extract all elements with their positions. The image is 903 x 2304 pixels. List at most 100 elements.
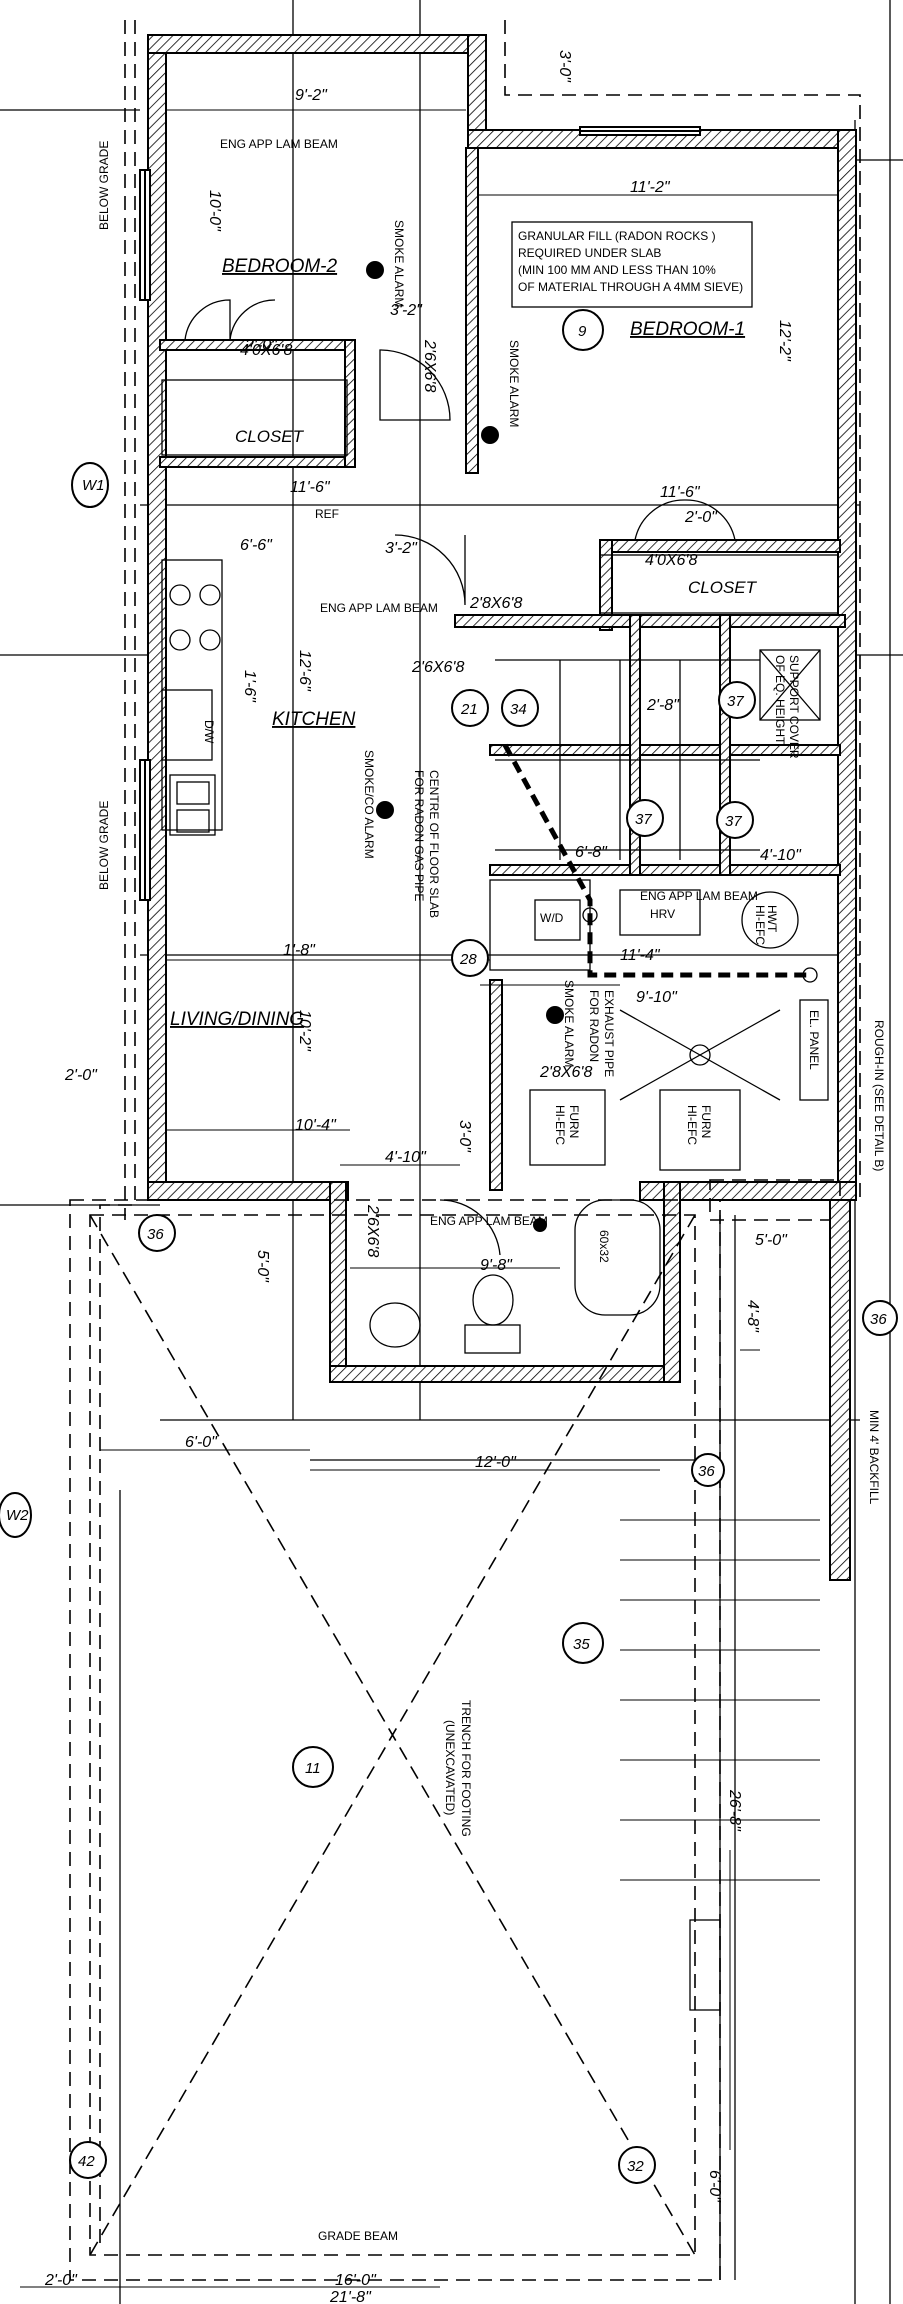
furn2-label-2: HI-EFC bbox=[685, 1105, 699, 1145]
beam-label-4: ENG APP LAM BEAM bbox=[430, 1214, 548, 1228]
beam-label-2: ENG APP LAM BEAM bbox=[320, 601, 438, 615]
tag-36a: 36 bbox=[147, 1226, 164, 1243]
dimension-lines bbox=[20, 109, 838, 2288]
svg-text:12'-0": 12'-0" bbox=[475, 1454, 517, 1471]
svg-text:11'-4": 11'-4" bbox=[620, 947, 661, 964]
svg-text:5'-0": 5'-0" bbox=[254, 1250, 271, 1283]
support-cover-label-2: OF EQ. HEIGHT bbox=[773, 655, 787, 745]
svg-text:6'-0": 6'-0" bbox=[185, 1434, 218, 1451]
svg-text:1'-6": 1'-6" bbox=[241, 670, 258, 703]
svg-text:5'-0": 5'-0" bbox=[755, 1232, 788, 1249]
svg-text:11'-6": 11'-6" bbox=[660, 484, 701, 501]
radon-centre-label-2: FOR RADON GAS PIPE bbox=[412, 770, 426, 901]
svg-text:11'-2": 11'-2" bbox=[630, 179, 671, 196]
svg-text:REQUIRED UNDER SLAB: REQUIRED UNDER SLAB bbox=[518, 246, 661, 260]
tag-36b: 36 bbox=[870, 1311, 887, 1328]
svg-text:4'-10": 4'-10" bbox=[760, 847, 802, 864]
svg-text:2'6X6'8: 2'6X6'8 bbox=[411, 659, 464, 676]
below-grade-outline bbox=[99, 20, 136, 2250]
doors bbox=[184, 299, 736, 1256]
svg-text:6'-6": 6'-6" bbox=[240, 537, 273, 554]
wd-label: W/D bbox=[540, 911, 564, 925]
svg-text:9'-8": 9'-8" bbox=[480, 1257, 513, 1274]
hwt-label-2: HI-EFC bbox=[753, 905, 767, 945]
svg-text:(MIN 100 MM AND LESS THAN 10%: (MIN 100 MM AND LESS THAN 10% bbox=[518, 263, 716, 277]
svg-text:GRANULAR FILL (RADON ROCKS ): GRANULAR FILL (RADON ROCKS ) bbox=[518, 229, 716, 243]
svg-text:OF MATERIAL THROUGH A 4MM SIEV: OF MATERIAL THROUGH A 4MM SIEVE) bbox=[518, 280, 743, 294]
svg-text:4'-8": 4'-8" bbox=[744, 1300, 761, 1333]
tub-label: 60x32 bbox=[597, 1230, 611, 1263]
svg-text:21'-8": 21'-8" bbox=[329, 2289, 372, 2304]
svg-text:2'8X6'8: 2'8X6'8 bbox=[469, 595, 522, 612]
trench-label-1: TRENCH FOR FOOTING bbox=[459, 1700, 473, 1837]
below-grade-label-2: BELOW GRADE bbox=[97, 801, 111, 890]
svg-text:12'-2": 12'-2" bbox=[776, 320, 793, 362]
svg-text:2'-0": 2'-0" bbox=[684, 509, 718, 526]
smoke-co-alarm-label: SMOKE/CO ALARM bbox=[362, 750, 376, 859]
furn1-label-2: HI-EFC bbox=[553, 1105, 567, 1145]
granular-fill-box bbox=[511, 221, 753, 308]
svg-text:2'6X6'8: 2'6X6'8 bbox=[364, 1204, 381, 1257]
svg-text:11'-6": 11'-6" bbox=[290, 479, 331, 496]
svg-text:4'-10": 4'-10" bbox=[385, 1149, 427, 1166]
furn2-label-1: FURN bbox=[699, 1105, 713, 1138]
svg-text:9'-10": 9'-10" bbox=[636, 989, 678, 1006]
dimension-labels: 3'-0" 9'-2" 11'-2" 10'-0" 12'-2" 3'-2" 3… bbox=[44, 50, 802, 2304]
svg-text:2'-0": 2'-0" bbox=[244, 337, 278, 354]
exhaust-pipe-label-1: EXHAUST PIPE bbox=[602, 990, 616, 1077]
svg-text:12'-6": 12'-6" bbox=[296, 650, 313, 692]
hwt-label-1: HWT bbox=[765, 905, 779, 933]
closet-right-label: CLOSET bbox=[688, 578, 758, 597]
svg-text:10'-2": 10'-2" bbox=[296, 1010, 313, 1052]
svg-text:9'-2": 9'-2" bbox=[295, 87, 328, 104]
rough-in-label: ROUGH-IN (SEE DETAIL B) bbox=[872, 1020, 886, 1171]
svg-text:3'-0": 3'-0" bbox=[456, 1120, 473, 1153]
svg-text:16'-0": 16'-0" bbox=[335, 2272, 377, 2289]
smoke-alarm-label-1: SMOKE ALARM bbox=[392, 220, 406, 307]
radon-pipe bbox=[502, 743, 810, 978]
radon-centre-label-1: CENTRE OF FLOOR SLAB bbox=[427, 770, 441, 918]
svg-text:4'0X6'8: 4'0X6'8 bbox=[240, 342, 292, 359]
tag-28: 28 bbox=[459, 951, 477, 968]
panel-label: EL. PANEL bbox=[807, 1010, 821, 1070]
svg-text:26'-8": 26'-8" bbox=[726, 1789, 743, 1832]
svg-text:6'-0": 6'-0" bbox=[706, 2170, 723, 2203]
svg-text:2'6X6'8: 2'6X6'8 bbox=[421, 339, 438, 392]
tag-11: 11 bbox=[305, 1760, 321, 1777]
tag-21: 21 bbox=[460, 701, 478, 718]
svg-text:2'8X6'8: 2'8X6'8 bbox=[539, 1064, 592, 1081]
fixtures bbox=[161, 379, 839, 1354]
trench-label-2: (UNEXCAVATED) bbox=[443, 1720, 457, 1815]
smoke-alarm-icons bbox=[366, 261, 564, 1232]
tag-37c: 37 bbox=[725, 813, 742, 830]
garage-footing bbox=[69, 1179, 851, 2281]
svg-text:4'0X6'8: 4'0X6'8 bbox=[645, 552, 697, 569]
tag-37a: 37 bbox=[727, 693, 744, 710]
granular-fill-note: GRANULAR FILL (RADON ROCKS ) REQUIRED UN… bbox=[518, 229, 743, 294]
svg-text:2'-0": 2'-0" bbox=[64, 1067, 98, 1084]
windows bbox=[139, 126, 701, 901]
furn1-label-1: FURN bbox=[567, 1105, 581, 1138]
hrv-label: HRV bbox=[650, 907, 675, 921]
svg-text:3'-2": 3'-2" bbox=[385, 540, 418, 557]
exhaust-pipe-label-2: FOR RADON bbox=[587, 990, 601, 1062]
smoke-alarm-label-3: SMOKE ALARM bbox=[562, 980, 576, 1067]
grade-beam-label: GRADE BEAM bbox=[318, 2229, 398, 2243]
dw-label: D/W bbox=[202, 720, 216, 744]
support-cover-label-1: SUPPORT COVER bbox=[787, 655, 801, 759]
svg-text:10'-0": 10'-0" bbox=[206, 190, 223, 232]
beam-label-1: ENG APP LAM BEAM bbox=[220, 137, 338, 151]
tag-9: 9 bbox=[578, 323, 587, 340]
tag-42: 42 bbox=[78, 2153, 95, 2170]
room-bedroom-1: BEDROOM-1 bbox=[630, 319, 745, 340]
tag-34: 34 bbox=[510, 701, 527, 718]
tag-w1: W1 bbox=[82, 477, 105, 494]
svg-text:6'-8": 6'-8" bbox=[575, 844, 608, 861]
svg-text:10'-4": 10'-4" bbox=[295, 1117, 337, 1134]
room-living-dining: LIVING/DINING bbox=[170, 1009, 304, 1030]
stairs bbox=[495, 649, 821, 860]
room-kitchen: KITCHEN bbox=[272, 709, 356, 730]
beam-label-3: ENG APP LAM BEAM bbox=[640, 889, 758, 903]
svg-text:3'-0": 3'-0" bbox=[556, 50, 573, 83]
